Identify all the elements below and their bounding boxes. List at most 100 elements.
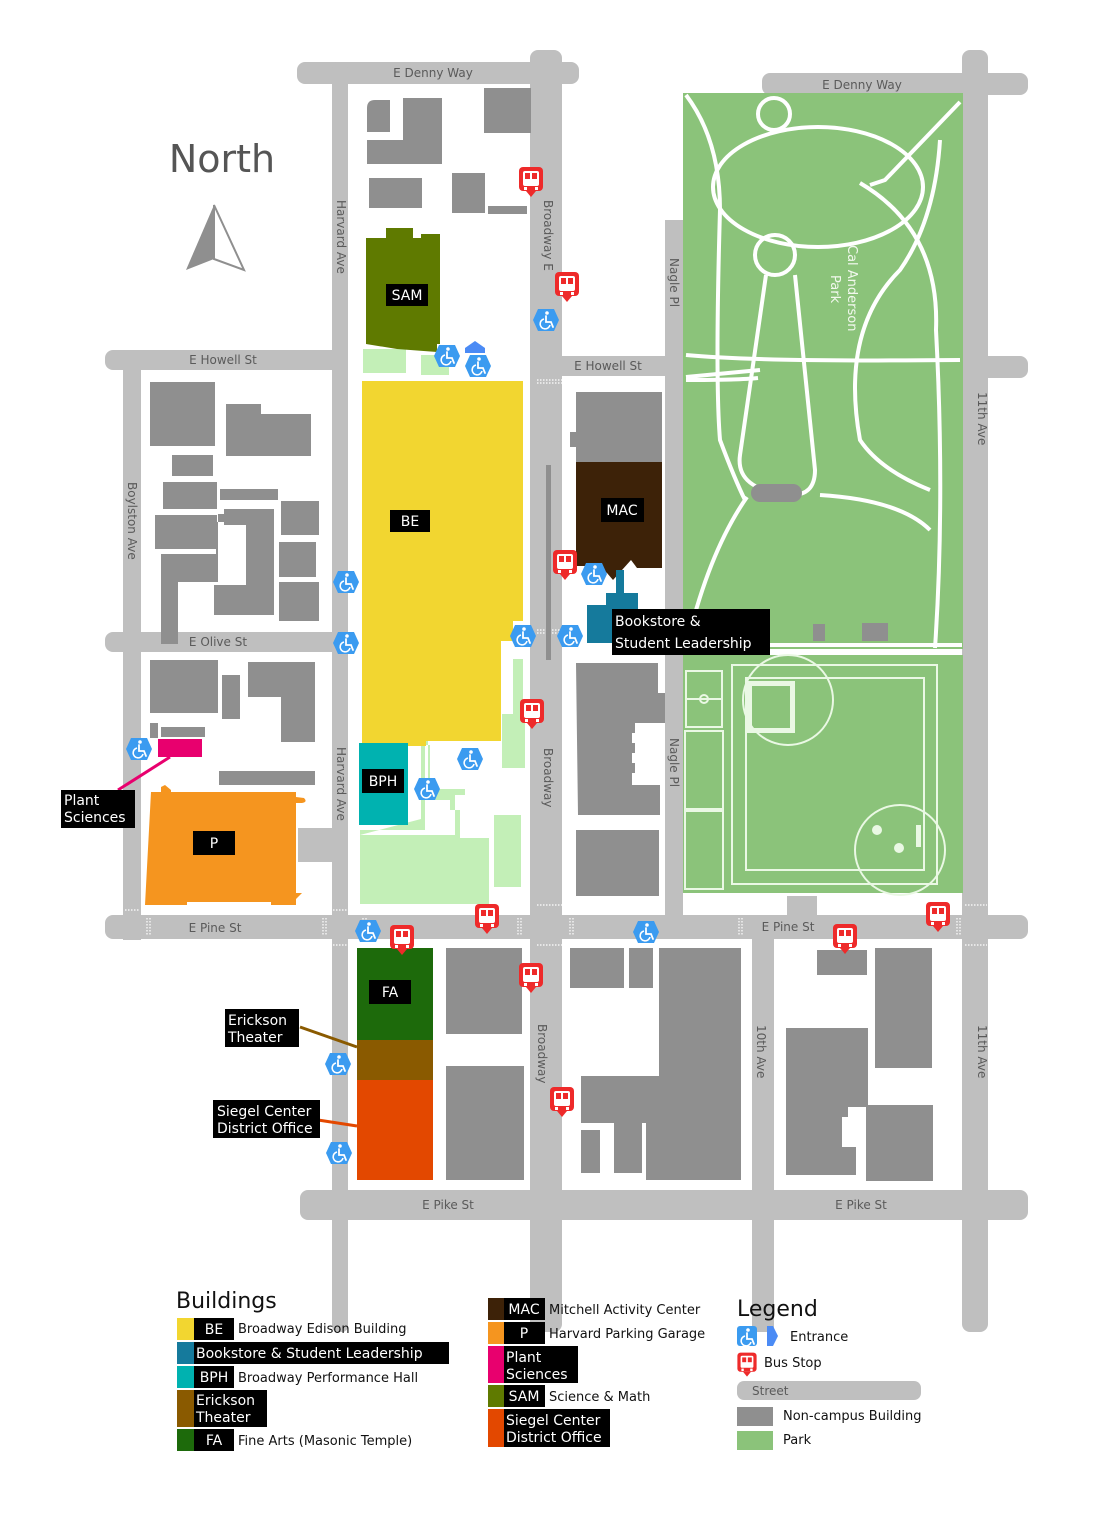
street-e-olive-st: E Olive St <box>189 635 247 649</box>
label-bookstore-1: Bookstore & <box>615 614 701 630</box>
street-e-denny-way-east: E Denny Way <box>822 78 902 92</box>
label-P: P <box>210 836 218 852</box>
legend-code-bookstore: Bookstore & Student Leadership <box>196 1346 423 1362</box>
park-name: Cal Anderson <box>844 245 859 331</box>
north-label: North <box>169 137 275 181</box>
street-nagle-pl: Nagle Pl <box>667 258 681 307</box>
legend-name-BE: Broadway Edison Building <box>238 1322 407 1337</box>
legend-code-plant-2: Sciences <box>506 1367 568 1383</box>
legend-entrance-label: Entrance <box>790 1330 848 1345</box>
cal-anderson-park: Cal Anderson Park <box>683 93 963 896</box>
street-e-denny-way: E Denny Way <box>393 66 473 80</box>
legend-code-plant-1: Plant <box>506 1350 542 1366</box>
street-nagle-pl-south: Nagle Pl <box>667 738 681 787</box>
entrance-icon[interactable] <box>581 563 607 585</box>
entrance-icon[interactable] <box>457 748 483 770</box>
legend-street-label: Street <box>752 1384 789 1398</box>
north-arrow-icon <box>186 204 246 272</box>
legend-code-siegel-2: District Office <box>506 1430 602 1446</box>
streets <box>105 50 1028 1332</box>
entrance-icon[interactable] <box>533 309 559 331</box>
street-10th-ave: 10th Ave <box>754 1025 768 1078</box>
label-BPH: BPH <box>369 774 398 790</box>
building-labels: SAM BE MAC Bookstore & Student Leadershi… <box>61 284 770 1138</box>
building-erickson[interactable] <box>357 1040 433 1080</box>
legend-park-swatch <box>737 1431 773 1450</box>
street-e-pike-st: E Pike St <box>422 1198 474 1212</box>
entrance-icon[interactable] <box>465 355 491 377</box>
street-e-pike-st-east: E Pike St <box>835 1198 887 1212</box>
entrances <box>126 309 659 1164</box>
building-siegel[interactable] <box>357 1080 433 1180</box>
legend-code-MAC: MAC <box>508 1302 539 1318</box>
street-harvard-ave-south: Harvard Ave <box>334 747 348 821</box>
building-plant-sciences[interactable] <box>158 739 202 757</box>
entrance-icon[interactable] <box>126 738 152 760</box>
legend-park-label: Park <box>783 1433 812 1448</box>
street-labels: E Denny Way E Denny Way E Howell St E Ho… <box>125 66 989 1212</box>
label-MAC: MAC <box>606 503 637 519</box>
label-bookstore-2: Student Leadership <box>615 636 752 652</box>
legend-noncampus-swatch <box>737 1407 773 1426</box>
legend-title: Legend <box>737 1297 818 1322</box>
street-harvard-ave: Harvard Ave <box>334 200 348 274</box>
entrance-marker-icon[interactable] <box>465 341 485 353</box>
label-SAM: SAM <box>392 288 423 304</box>
label-siegel-2: District Office <box>217 1121 313 1137</box>
street-e-howell-st: E Howell St <box>189 353 257 367</box>
label-erickson-1: Erickson <box>228 1013 287 1029</box>
entrance-icon[interactable] <box>510 625 536 647</box>
legend-code-erickson-2: Theater <box>195 1410 251 1426</box>
entrance-icon[interactable] <box>434 345 460 367</box>
legend-name-FA: Fine Arts (Masonic Temple) <box>238 1434 412 1449</box>
legend-code-siegel-1: Siegel Center <box>506 1413 601 1429</box>
label-FA: FA <box>382 985 399 1001</box>
entrance-icon[interactable] <box>325 1053 351 1075</box>
label-BE: BE <box>401 514 419 530</box>
legend-bus-stop-label: Bus Stop <box>764 1356 822 1371</box>
park-name-line2: Park <box>827 275 842 304</box>
street-11th-ave-south: 11th Ave <box>975 1025 989 1078</box>
street-e-howell-st-east: E Howell St <box>574 359 642 373</box>
entrance-icon[interactable] <box>326 1142 352 1164</box>
building-BE[interactable] <box>362 381 523 746</box>
legend-code-P: P <box>520 1326 528 1342</box>
bus-stop-icon[interactable] <box>833 924 857 954</box>
legend-bus-stop-icon <box>737 1352 757 1377</box>
north-compass: North <box>169 137 275 272</box>
legend-name-BPH: Broadway Performance Hall <box>238 1371 418 1386</box>
entrance-icon[interactable] <box>333 571 359 593</box>
entrance-icon[interactable] <box>355 920 381 942</box>
entrance-icon[interactable] <box>333 632 359 654</box>
symbol-legend: Legend Entrance Bus Stop Street Non-camp… <box>737 1297 922 1450</box>
legend-name-MAC: Mitchell Activity Center <box>549 1303 701 1318</box>
label-plant-2: Sciences <box>64 810 126 826</box>
legend-name-SAM: Science & Math <box>549 1390 650 1405</box>
legend-entrance-icon <box>737 1326 778 1347</box>
label-erickson-2: Theater <box>227 1030 283 1046</box>
buildings-legend-title: Buildings <box>176 1289 277 1314</box>
legend-noncampus-label: Non-campus Building <box>783 1409 922 1424</box>
label-plant-1: Plant <box>64 793 100 809</box>
street-11th-ave: 11th Ave <box>975 392 989 445</box>
label-siegel-1: Siegel Center <box>217 1104 312 1120</box>
legend-code-BE: BE <box>205 1322 223 1338</box>
legend-code-BPH: BPH <box>200 1370 229 1386</box>
legend-code-erickson-1: Erickson <box>196 1393 255 1409</box>
legend-name-P: Harvard Parking Garage <box>549 1327 705 1342</box>
legend-street-swatch <box>737 1381 921 1400</box>
street-boylston-ave: Boylston Ave <box>125 482 139 560</box>
legend-code-FA: FA <box>206 1433 223 1449</box>
entrance-icon[interactable] <box>633 921 659 943</box>
street-broadway: Broadway <box>541 748 555 807</box>
street-e-pine-st: E Pine St <box>189 921 242 935</box>
street-broadway-south: Broadway <box>535 1024 549 1083</box>
noncampus-buildings <box>150 88 933 1181</box>
entrance-icon[interactable] <box>557 625 583 647</box>
broadway-median <box>546 465 551 660</box>
campus-greens <box>360 349 525 904</box>
entrance-icon[interactable] <box>414 778 440 800</box>
street-broadway-e: Broadway E <box>541 200 555 271</box>
buildings-legend: Buildings BE Broadway Edison Building Bo… <box>176 1289 705 1451</box>
